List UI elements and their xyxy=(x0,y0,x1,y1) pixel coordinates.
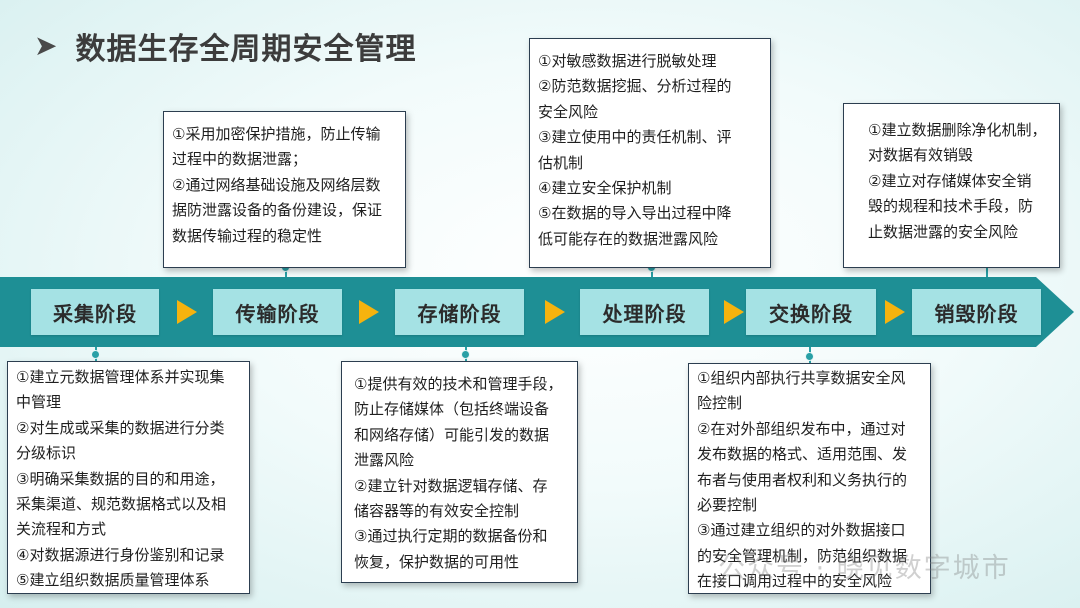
box-line: ④建立安全保护机制 xyxy=(538,179,672,198)
connector-store xyxy=(465,335,467,361)
box-line: 恢复，保护数据的可用性 xyxy=(354,552,520,571)
box-line: 布者与使用者权利和义务执行的 xyxy=(697,470,908,489)
box-transmit: ①采用加密保护措施，防止传输 过程中的数据泄露； ②通过网络基础设施及网络层数 … xyxy=(163,111,406,268)
box-line: 储容器等的有效安全控制 xyxy=(354,502,520,521)
chevron-right-icon: ➤ xyxy=(34,29,58,62)
box-line: 安全风险 xyxy=(538,102,599,121)
arrow-icon xyxy=(885,300,905,324)
box-line: ①对敏感数据进行脱敏处理 xyxy=(538,52,717,70)
box-line: 过程中的数据泄露； xyxy=(172,150,308,169)
box-line: ②对生成或采集的数据进行分类 xyxy=(16,418,225,437)
page-title: 数据生存全周期安全管理 xyxy=(75,32,417,67)
box-line: ②在对外部组织发布中，通过对 xyxy=(697,419,906,438)
box-line: ①建立数据删除净化机制， xyxy=(868,121,1047,139)
box-line: ⑤在数据的导入导出过程中降 xyxy=(538,204,732,223)
box-line: 毁的规程和技术手段，防 xyxy=(868,197,1034,216)
box-line: 中管理 xyxy=(16,393,62,412)
arrow-icon xyxy=(177,300,197,324)
box-line: ③通过建立组织的对外数据接口 xyxy=(697,521,906,540)
box-line: 对数据有效销毁 xyxy=(868,146,974,165)
box-process: ①对敏感数据进行脱敏处理 ②防范数据挖掘、分析过程的 安全风险 ③建立使用中的责… xyxy=(529,38,771,268)
box-line: 止数据泄露的安全风险 xyxy=(868,222,1019,241)
watermark: 公众号 · 晓见数字城市 xyxy=(718,553,1011,584)
box-exchange: ①组织内部执行共享数据安全风 险控制 ②在对外部组织发布中，通过对 发布数据的格… xyxy=(688,363,931,594)
connector-collect xyxy=(95,335,97,361)
box-line: 关流程和方式 xyxy=(16,520,107,539)
arrow-icon xyxy=(359,300,379,324)
box-line: ⑤建立组织数据质量管理体系 xyxy=(16,571,210,590)
arrow-icon xyxy=(724,300,744,324)
stage-transmit: 传输阶段 xyxy=(213,289,342,335)
stage-process: 处理阶段 xyxy=(580,289,709,335)
box-line: 估机制 xyxy=(538,153,584,172)
box-line: ②防范数据挖掘、分析过程的 xyxy=(538,77,732,96)
box-line: ④对数据源进行身份鉴别和记录 xyxy=(16,545,225,564)
box-store: ①提供有效的技术和管理手段， 防止存储媒体（包括终端设备 和网络存储）可能引发的… xyxy=(341,361,578,583)
box-line: 在接口调用过程中的安全风险 xyxy=(697,572,893,591)
box-line: 据防泄露设备的备份建设，保证 xyxy=(172,201,383,220)
box-line: 分级标识 xyxy=(16,444,77,463)
box-line: ③建立使用中的责任机制、评 xyxy=(538,128,732,147)
box-line: 和网络存储）可能引发的数据 xyxy=(354,425,550,444)
box-line: 险控制 xyxy=(697,394,743,413)
box-line: 必要控制 xyxy=(697,496,758,515)
connector-dot-store xyxy=(461,350,470,359)
stage-exchange: 交换阶段 xyxy=(746,289,876,335)
box-line: ②建立针对数据逻辑存储、存 xyxy=(354,476,548,495)
connector-exchange xyxy=(809,335,811,363)
box-line: 防止存储媒体（包括终端设备 xyxy=(354,400,550,419)
stage-collect: 采集阶段 xyxy=(31,289,159,335)
stage-destroy: 销毁阶段 xyxy=(912,289,1041,335)
connector-dot-collect xyxy=(91,350,100,359)
box-line: 发布数据的格式、适用范围、发 xyxy=(697,445,908,464)
connector-dot-exchange xyxy=(805,352,814,361)
box-collect: ①建立元数据管理体系并实现集 中管理 ②对生成或采集的数据进行分类 分级标识 ③… xyxy=(7,361,250,594)
box-line: 采集渠道、规范数据格式以及相 xyxy=(16,495,227,514)
box-line: ②通过网络基础设施及网络层数 xyxy=(172,175,381,194)
title-row: ➤ 数据生存全周期安全管理 xyxy=(34,24,416,68)
box-line: 低可能存在的数据泄露风险 xyxy=(538,229,719,248)
box-line: 数据传输过程的稳定性 xyxy=(172,226,323,245)
box-destroy: ①建立数据删除净化机制， 对数据有效销毁 ②建立对存储媒体安全销 毁的规程和技术… xyxy=(843,103,1060,268)
box-line: ②建立对存储媒体安全销 xyxy=(868,171,1032,190)
box-line: 的安全管理机制，防范组织数据 xyxy=(697,546,908,565)
box-line: ③明确采集数据的目的和用途， xyxy=(16,469,225,488)
box-line: ①采用加密保护措施，防止传输 xyxy=(172,125,381,143)
box-line: ①提供有效的技术和管理手段， xyxy=(354,375,563,393)
arrow-icon xyxy=(545,300,565,324)
box-line: 泄露风险 xyxy=(354,451,415,470)
box-line: ①组织内部执行共享数据安全风 xyxy=(697,369,906,387)
box-line: ①建立元数据管理体系并实现集 xyxy=(16,368,225,386)
box-line: ③通过执行定期的数据备份和 xyxy=(354,527,548,546)
stage-store: 存储阶段 xyxy=(395,289,524,335)
